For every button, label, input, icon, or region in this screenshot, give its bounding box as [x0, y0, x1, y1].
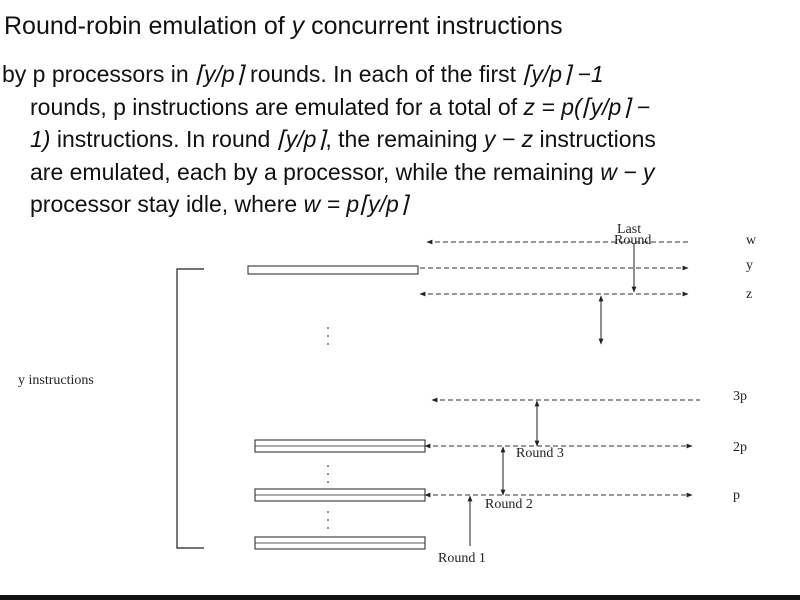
level-label-3p: 3p — [733, 389, 747, 404]
level-label-w: w — [746, 233, 757, 248]
level-label-p: p — [733, 488, 740, 503]
level-label-z: z — [746, 287, 752, 302]
slide-body: by p processors in ⌈y/p⌉ rounds. In each… — [2, 58, 782, 221]
round-label-round-3: Round 3 — [516, 446, 564, 461]
title-text-end: concurrent instructions — [304, 12, 563, 40]
body-line-2: rounds, p instructions are emulated for … — [30, 93, 651, 120]
round-label-round-2: Round 2 — [485, 497, 533, 512]
slide-bottom-border — [0, 595, 800, 600]
body-line-3: 1) instructions. In round ⌈y/p⌉, the rem… — [30, 126, 656, 152]
instructions-bracket — [176, 268, 204, 549]
slide-title: Round-robin emulation of y concurrent in… — [4, 12, 563, 41]
body-line-5: processor stay idle, where w = p⌈y/p⌉ — [30, 191, 408, 217]
round-label-round-1: Round 1 — [438, 551, 486, 566]
vertical-ellipsis-lower — [327, 511, 329, 529]
title-variable-y: y — [291, 12, 305, 40]
level-label-2p: 2p — [733, 440, 747, 455]
body-line-4: are emulated, each by a processor, while… — [30, 158, 655, 185]
vertical-ellipsis-middle — [327, 465, 329, 483]
vertical-ellipsis-upper — [327, 327, 329, 345]
title-text-start: Round-robin emulation of — [4, 12, 292, 40]
side-label-y-instructions: y instructions — [18, 373, 94, 388]
instruction-bar-last — [247, 265, 419, 275]
level-label-y: y — [746, 258, 753, 273]
round-label-last-round: Round — [614, 233, 651, 248]
body-line-1: by p processors in ⌈y/p⌉ rounds. In each… — [2, 61, 604, 87]
round-label-last: Last — [617, 222, 641, 237]
